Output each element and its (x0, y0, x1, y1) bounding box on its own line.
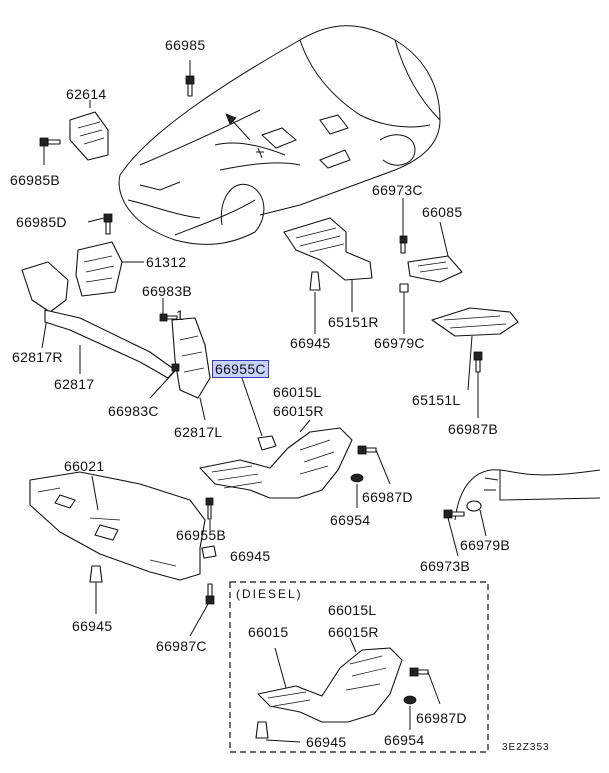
bolt-66987D (357, 445, 391, 485)
bracket-66085 (407, 221, 463, 283)
diesel-box-title: (DIESEL) (236, 587, 303, 601)
callout-66973C: 66973C (372, 182, 423, 198)
callout-66015R: 66015R (273, 403, 324, 419)
bracket-61312 (75, 241, 144, 297)
clip-66945-upper (309, 271, 321, 334)
cover-66021 (29, 471, 206, 581)
bracket-62614 (69, 100, 109, 161)
fender-outline (454, 469, 601, 521)
callout-66021: 66021 (64, 458, 105, 474)
clip-66955C (239, 371, 277, 451)
callout-66985B: 66985B (10, 172, 61, 188)
callout-66945-left: 66945 (72, 618, 113, 634)
screw-66983B (159, 298, 178, 322)
cover-65151L (431, 307, 519, 391)
clip-66955B (201, 497, 217, 559)
callout-66979B: 66979B (460, 537, 511, 553)
screw-66983C (149, 363, 180, 399)
callout-62817R: 62817R (12, 349, 63, 365)
diesel-cover-66015 (257, 637, 403, 723)
callout-62817L: 62817L (174, 424, 223, 440)
callout-66015L: 66015L (273, 384, 322, 400)
bolt-66985D (87, 213, 113, 235)
diesel-callout-66987D: 66987D (416, 710, 467, 726)
nut-66979C (399, 283, 409, 334)
callout-1: 1 (176, 307, 185, 323)
bolt-66985 (185, 60, 195, 97)
callout-65151L: 65151L (412, 392, 461, 408)
callout-66955C: 66955C (212, 360, 269, 378)
callout-66955B: 66955B (176, 527, 227, 543)
callout-66954: 66954 (330, 512, 371, 528)
callout-66973B: 66973B (420, 558, 471, 574)
diesel-grommet-66954 (403, 695, 417, 730)
callout-66987B: 66987B (448, 421, 499, 437)
callout-66979C: 66979C (374, 335, 425, 351)
car-outline (118, 25, 441, 245)
callout-66983C: 66983C (108, 403, 159, 419)
bolt-66973B (443, 509, 465, 557)
bar-62817 (44, 309, 176, 379)
callout-62614: 62614 (66, 86, 107, 102)
diesel-clip-66945 (255, 721, 301, 743)
diesel-box (229, 581, 489, 753)
diesel-bolt-66987D (409, 667, 441, 705)
diesel-callout-66015R: 66015R (328, 624, 379, 640)
bracket-62817R (21, 261, 69, 349)
callout-66985D: 66985D (16, 214, 67, 230)
callout-62817: 62817 (54, 376, 95, 392)
callout-66945-upper: 66945 (290, 335, 331, 351)
bolt-66987B (473, 351, 483, 418)
callout-66987D: 66987D (362, 489, 413, 505)
diesel-callout-66015: 66015 (248, 624, 289, 640)
bolt-66987C (189, 583, 215, 637)
bolt-66973C (399, 198, 408, 254)
bolt-66985B (39, 137, 61, 165)
callout-61312: 61312 (146, 254, 187, 270)
figure-code: 3E2Z353 (502, 742, 550, 753)
cover-65151R (283, 217, 373, 312)
diesel-callout-66015L: 66015L (328, 602, 377, 618)
nut-66979B (466, 500, 487, 537)
callout-66987C: 66987C (156, 638, 207, 654)
callout-66945-mid: 66945 (230, 548, 271, 564)
diesel-callout-66954: 66954 (384, 732, 425, 748)
clip-66945-left (89, 565, 103, 614)
callout-66983B: 66983B (142, 283, 193, 299)
diesel-callout-66945: 66945 (306, 734, 347, 750)
callout-66085: 66085 (422, 204, 463, 220)
cover-66015 (199, 419, 353, 499)
grommet-66954 (350, 473, 364, 508)
callout-66985: 66985 (165, 37, 206, 53)
callout-65151R: 65151R (328, 314, 379, 330)
